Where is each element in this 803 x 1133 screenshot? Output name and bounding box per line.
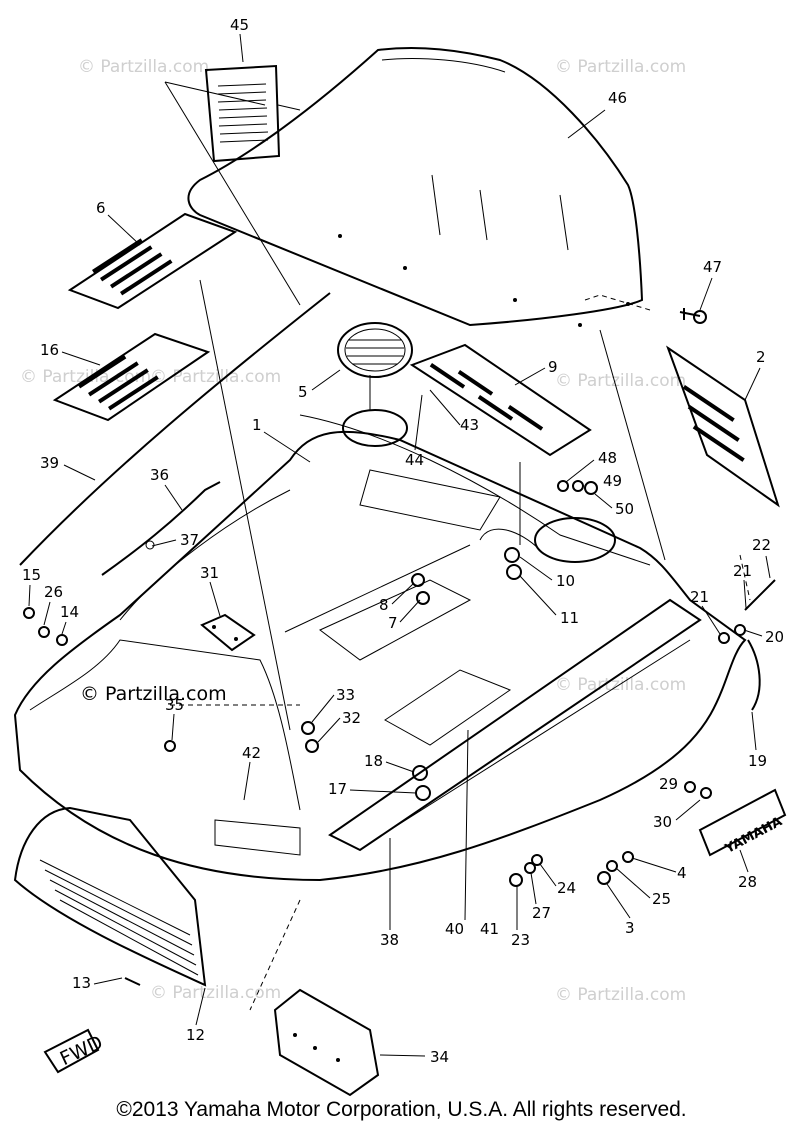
watermark: © Partzilla.com xyxy=(555,371,686,391)
callout-label: 5 xyxy=(298,383,308,401)
vent-grille-6 xyxy=(67,212,238,310)
callout-label: 3 xyxy=(625,919,635,937)
watermark: © Partzilla.com xyxy=(20,367,151,387)
callout-label: 26 xyxy=(44,583,63,601)
bolt-47 xyxy=(679,308,707,325)
forward-arrow: FWD xyxy=(43,1028,107,1074)
callout-label: 41 xyxy=(480,920,499,938)
cable-36 xyxy=(101,481,221,576)
front-grille-12 xyxy=(13,806,207,987)
callout-label: 8 xyxy=(379,596,389,614)
callout-label: 39 xyxy=(40,454,59,472)
callout-label: 35 xyxy=(165,696,184,714)
callout-label: 7 xyxy=(388,614,398,632)
callout-label: 15 xyxy=(22,566,41,584)
watermark: © Partzilla.com xyxy=(78,57,209,77)
callout-label: 17 xyxy=(328,780,347,798)
watermark: © Partzilla.com xyxy=(150,367,281,387)
vent-grille-16 xyxy=(52,332,211,422)
callout-label: 48 xyxy=(598,449,617,467)
watermark: © Partzilla.com xyxy=(555,57,686,77)
yamaha-decal-text: YAMAHA xyxy=(722,814,785,857)
round-grille-5 xyxy=(337,322,413,378)
callout-label: 11 xyxy=(560,609,579,627)
callout-label: 36 xyxy=(150,466,169,484)
callout-label: 33 xyxy=(336,686,355,704)
callout-label: 47 xyxy=(703,258,722,276)
callout-label: 32 xyxy=(342,709,361,727)
callout-label: 34 xyxy=(430,1048,449,1066)
callout-label: 23 xyxy=(511,931,530,949)
callout-label: 38 xyxy=(380,931,399,949)
callout-label: 16 xyxy=(40,341,59,359)
watermark-dark: © Partzilla.com xyxy=(80,683,227,705)
callout-label: 25 xyxy=(652,890,671,908)
watermark: © Partzilla.com xyxy=(555,985,686,1005)
callout-label: 37 xyxy=(180,531,199,549)
copyright-notice: ©2013 Yamaha Motor Corporation, U.S.A. A… xyxy=(116,1098,687,1121)
callout-label: 12 xyxy=(186,1026,205,1044)
callout-label: 22 xyxy=(752,536,771,554)
watermark: © Partzilla.com xyxy=(555,675,686,695)
callout-label: 45 xyxy=(230,16,249,34)
callout-label: 20 xyxy=(765,628,784,646)
callout-label: 2 xyxy=(756,348,766,366)
forward-arrow-text: FWD xyxy=(57,1031,107,1070)
callout-label: 30 xyxy=(653,813,672,831)
callout-label: 40 xyxy=(445,920,464,938)
watermark-group: © Partzilla.com © Partzilla.com © Partzi… xyxy=(20,57,686,1005)
windshield xyxy=(187,47,644,327)
decal-card xyxy=(204,64,281,163)
callout-label: 13 xyxy=(72,974,91,992)
callout-label: 21 xyxy=(733,562,752,580)
callout-label: 29 xyxy=(659,775,678,793)
callout-label: 46 xyxy=(608,89,627,107)
fasteners xyxy=(23,480,776,986)
callout-label: 14 xyxy=(60,603,79,621)
callout-label: 18 xyxy=(364,752,383,770)
callouts: 45 46 47 6 16 5 9 43 44 2 48 49 50 1 39 … xyxy=(22,16,784,1066)
watermark: © Partzilla.com xyxy=(150,983,281,1003)
hinge-34 xyxy=(273,988,380,1097)
callout-label: 27 xyxy=(532,904,551,922)
hinge-31 xyxy=(200,613,256,652)
callout-label: 9 xyxy=(548,358,558,376)
callout-label: 42 xyxy=(242,744,261,762)
side-vent-2 xyxy=(666,345,780,508)
trim-strip-39 xyxy=(19,292,331,566)
yamaha-decal: YAMAHA xyxy=(698,788,787,857)
callout-label: 50 xyxy=(615,500,634,518)
callout-label: 31 xyxy=(200,564,219,582)
callout-label: 21 xyxy=(690,588,709,606)
callout-label: 1 xyxy=(252,416,262,434)
callout-label: 6 xyxy=(96,199,106,217)
callout-label: 43 xyxy=(460,416,479,434)
callout-label: 4 xyxy=(677,864,687,882)
callout-label: 19 xyxy=(748,752,767,770)
callout-label: 49 xyxy=(603,472,622,490)
hood-body xyxy=(13,409,747,882)
callout-label: 24 xyxy=(557,879,576,897)
callout-label: 44 xyxy=(405,451,424,469)
callout-label: 28 xyxy=(738,873,757,891)
top-vent-9 xyxy=(409,343,592,457)
guide-lines xyxy=(164,81,751,1011)
callout-label: 10 xyxy=(556,572,575,590)
